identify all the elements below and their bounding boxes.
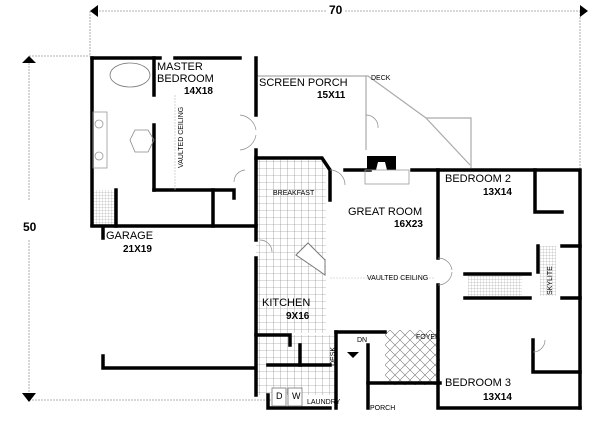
laundry-label: LAUNDRY [307,399,341,406]
bedroom-2-label: BEDROOM 2 [445,173,512,185]
bathtub [109,62,151,88]
stair-down-arrow-icon [347,352,359,358]
master-vaulted-ceiling-note: VAULTED CEILING [178,106,185,168]
arrow-left-icon [90,5,98,17]
screen-porch-label: SCREEN PORCH [259,77,348,89]
desk-label: DESK [330,346,337,366]
master-bedroom-size: 14X18 [184,86,213,97]
walls [90,56,582,410]
garage-label: GARAGE [106,230,154,242]
overall-depth-label: 50 [20,221,40,233]
screen-porch-size: 15X11 [317,90,346,101]
deck-label: DECK [371,75,391,82]
fireplace [367,156,396,170]
great-room-vaulted-ceiling-note: VAULTED CEILING [367,275,429,282]
garage-size: 21X19 [123,244,152,255]
great-room-size: 16X23 [394,219,423,230]
bedroom-3-label: BEDROOM 3 [445,377,512,389]
master-bedroom-label-line2: BEDROOM [157,73,214,85]
arrow-up-icon [22,56,36,63]
skylite-label: SKYLITE [547,266,554,295]
bedroom-3-size: 13X14 [483,392,512,403]
breakfast-label: BREAKFAST [273,190,315,197]
stair-down-label: DN [357,337,368,344]
dryer-label: D [276,391,283,401]
arrow-right-icon [580,5,588,17]
master-bedroom-label-line1: MASTER [157,61,203,73]
arrow-down-icon [22,393,36,402]
great-room-label: GREAT ROOM [348,206,423,218]
porch-label: PORCH [370,405,396,412]
foyer-label: FOYER [416,334,441,341]
bedroom-2-size: 13X14 [483,187,512,198]
washer-label: W [292,391,301,401]
overall-width-label: 70 [326,4,346,16]
kitchen-label: KITCHEN [262,297,311,309]
kitchen-size: 9X16 [286,311,310,322]
